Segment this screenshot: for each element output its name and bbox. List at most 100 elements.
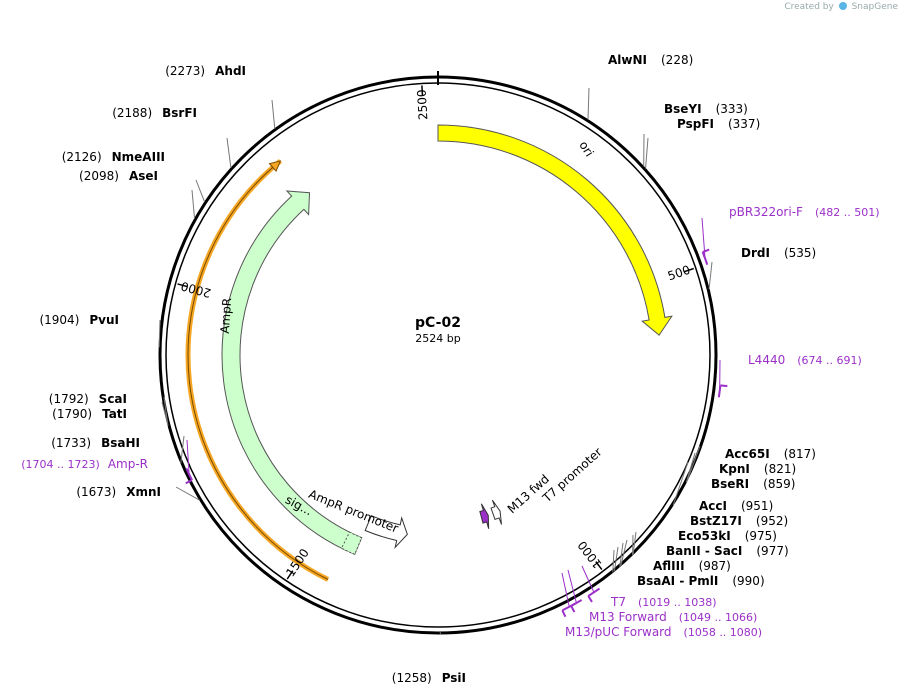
site-leader-line <box>587 87 590 120</box>
site-name: KpnI <box>719 462 750 476</box>
feature-ampr-arrow[interactable] <box>221 190 363 555</box>
feature-ori-arrow[interactable] <box>437 124 673 336</box>
svg-text:PspFI(337): PspFI(337) <box>677 117 760 131</box>
site-name: AseI <box>129 169 158 183</box>
site-name: BseYI <box>664 102 702 116</box>
site-position: (817) <box>784 447 816 461</box>
feature-t7promoter-arrow[interactable] <box>490 499 502 525</box>
site-leader-line <box>191 189 196 219</box>
primer-range: (674 .. 691) <box>797 354 862 367</box>
site-position: (977) <box>756 544 788 558</box>
site-leader-line <box>619 542 624 567</box>
feature-ori-label: ori <box>576 139 596 160</box>
site-name: TatI <box>102 407 127 421</box>
svg-text:BseRI(859): BseRI(859) <box>711 477 795 491</box>
restriction-site[interactable]: BanII - SacI (977) <box>666 544 789 558</box>
site-name: AhdI <box>215 64 246 78</box>
restriction-site[interactable]: (1258)PsiI <box>392 671 466 685</box>
feature-ampr-label: AmpR <box>218 297 234 334</box>
restriction-site[interactable]: (1673)XmnI <box>76 485 161 499</box>
tick-mark <box>595 561 603 571</box>
site-position: (535) <box>784 246 816 260</box>
svg-text:BanII - SacI(977): BanII - SacI (977) <box>666 544 789 558</box>
restriction-site[interactable]: (1790)TatI <box>52 407 127 421</box>
svg-text:L4440(674 .. 691): L4440 (674 .. 691) <box>748 353 862 367</box>
site-leader-line <box>271 99 276 129</box>
restriction-site[interactable]: DrdI (535) <box>741 246 816 260</box>
primer-label[interactable]: L4440 (674 .. 691) <box>748 353 862 367</box>
backbone-inner-circle <box>165 82 711 628</box>
site-name: Acc65I <box>725 447 770 461</box>
site-position: (1673) <box>76 485 116 499</box>
svg-text:BstZ17I(952): BstZ17I(952) <box>690 514 788 528</box>
restriction-site[interactable]: KpnI(821) <box>719 462 796 476</box>
restriction-site[interactable]: AflIII(987) <box>653 559 731 573</box>
primer-name: M13 Forward <box>589 610 667 624</box>
svg-text:(2188)BsrFI: (2188)BsrFI <box>112 106 197 120</box>
svg-text:M13/pUC Forward(1058 .. 1080): M13/pUC Forward(1058 .. 1080) <box>565 625 762 639</box>
svg-text:(1673)XmnI: (1673)XmnI <box>76 485 161 499</box>
orange-arc-inner-line <box>187 160 329 580</box>
primer-label[interactable]: M13 Forward (1049 .. 1066) <box>589 610 757 624</box>
site-name: BsaAI - PmlI <box>637 574 718 588</box>
site-name: PspFI <box>677 117 714 131</box>
svg-text:T7(1019 .. 1038): T7 (1019 .. 1038) <box>610 595 717 609</box>
restriction-site[interactable]: BseRI(859) <box>711 477 795 491</box>
restriction-site[interactable]: (1904)PvuI <box>39 313 119 327</box>
tick-label: 1000 <box>575 538 605 571</box>
primer-name: L4440 <box>748 353 785 367</box>
restriction-site[interactable]: Eco53kI(975) <box>678 529 777 543</box>
primer-range: (1049 .. 1066) <box>679 611 758 624</box>
site-leader-line <box>195 179 206 203</box>
site-leader-line <box>180 435 185 464</box>
tick-label: 500 <box>666 263 692 284</box>
feature-signal-box[interactable] <box>340 531 363 555</box>
restriction-site[interactable]: BsaAI - PmlI (990) <box>637 574 765 588</box>
primer-name: Amp-R <box>108 457 148 471</box>
primer-range: (1704 .. 1723) <box>21 458 100 471</box>
svg-text:AlwNI(228): AlwNI(228) <box>608 53 693 67</box>
site-name: BanII - SacI <box>666 544 742 558</box>
primer-marker[interactable] <box>185 467 193 481</box>
restriction-site[interactable]: (2188)BsrFI <box>112 106 197 120</box>
site-name: BsrFI <box>162 106 197 120</box>
svg-text:KpnI(821): KpnI(821) <box>719 462 796 476</box>
primer-marker-end <box>570 605 576 613</box>
site-position: (990) <box>732 574 764 588</box>
restriction-site[interactable]: BseYI(333) <box>664 102 748 116</box>
primer-label[interactable]: M13/pUC Forward(1058 .. 1080) <box>565 625 762 639</box>
restriction-site[interactable]: BstZ17I(952) <box>690 514 788 528</box>
primer-label[interactable]: T7 (1019 .. 1038) <box>610 595 717 609</box>
svg-text:(1792)ScaI: (1792)ScaI <box>49 392 127 406</box>
restriction-site[interactable]: PspFI(337) <box>677 117 760 131</box>
feature-ampr-promoter-arrow[interactable] <box>364 515 408 549</box>
primer-marker-end <box>587 595 593 603</box>
restriction-site[interactable]: (1792)ScaI <box>49 392 127 406</box>
tick-mark <box>684 267 695 273</box>
restriction-site[interactable]: Acc65I (817) <box>725 447 816 461</box>
site-position: (951) <box>741 499 773 513</box>
primer-range: (1019 .. 1038) <box>638 596 717 609</box>
primer-marker-end <box>720 384 728 388</box>
site-name: DrdI <box>741 246 770 260</box>
restriction-site[interactable]: AlwNI(228) <box>608 53 693 67</box>
restriction-site[interactable]: (2098)AseI <box>79 169 158 183</box>
site-position: (1904) <box>39 313 79 327</box>
primer-label[interactable]: pBR322ori-F(482 .. 501) <box>729 205 880 219</box>
primer-name: T7 <box>610 595 626 609</box>
site-leader-line <box>645 137 649 169</box>
primer-range: (1058 .. 1080) <box>684 626 763 639</box>
site-position: (987) <box>699 559 731 573</box>
primer-label[interactable]: (1704 .. 1723) Amp-R <box>21 457 148 471</box>
restriction-site[interactable]: (1733)BsaHI <box>51 436 140 450</box>
site-name: BseRI <box>711 477 749 491</box>
site-name: NmeAIII <box>112 150 165 164</box>
site-leader-line <box>685 452 696 483</box>
site-name: Eco53kI <box>678 529 731 543</box>
svg-text:AflIII(987): AflIII(987) <box>653 559 731 573</box>
site-leader-line <box>226 137 232 169</box>
restriction-site[interactable]: (2273)AhdI <box>165 64 246 78</box>
feature-m13fwd-arrow[interactable] <box>479 503 490 529</box>
restriction-site[interactable]: (2126)NmeAIII <box>62 150 165 164</box>
restriction-site[interactable]: AccI(951) <box>699 499 773 513</box>
